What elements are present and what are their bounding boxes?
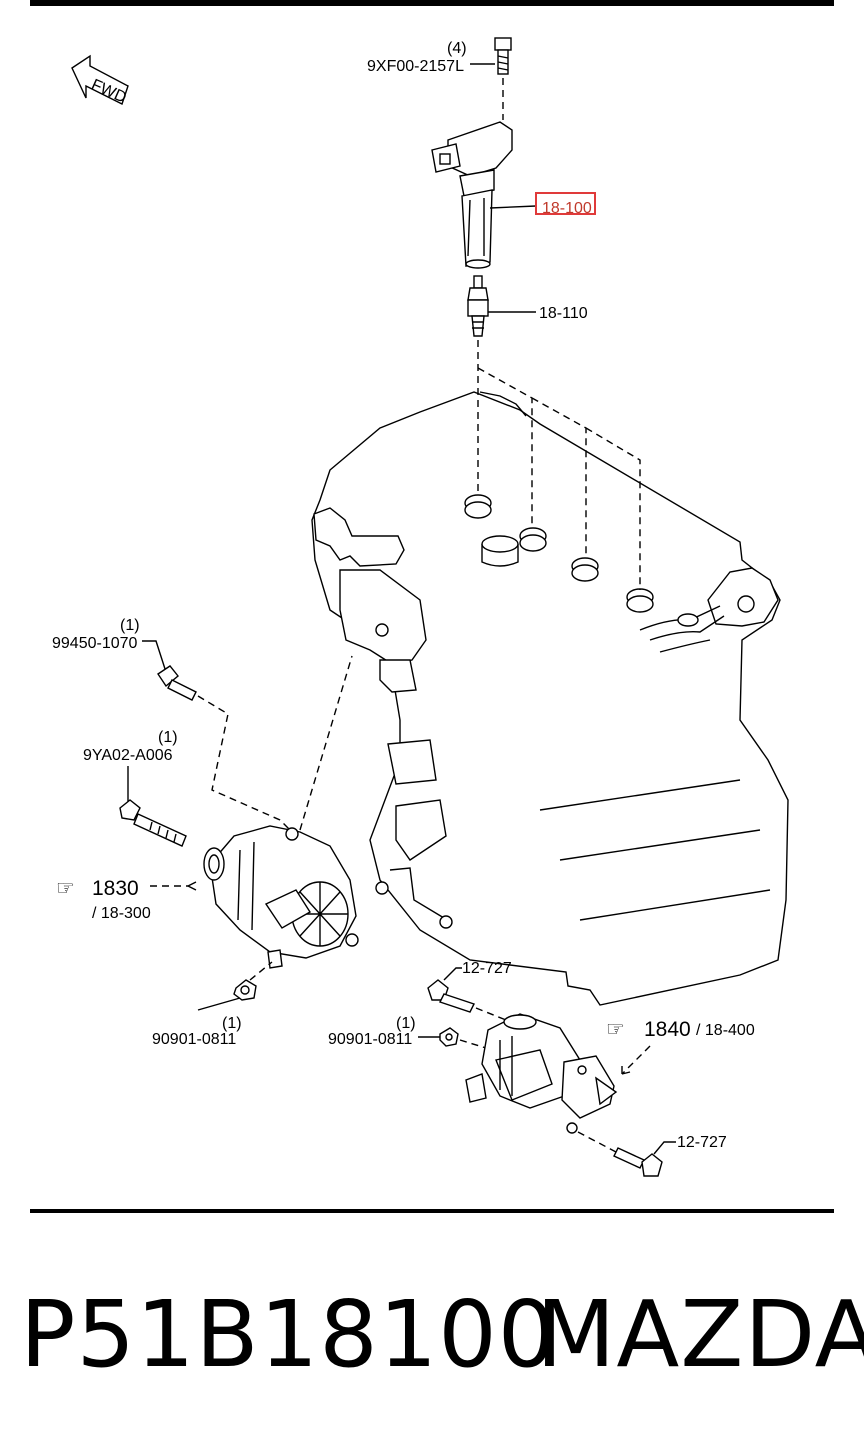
starter-top-bolt-label: 12-727: [462, 960, 512, 977]
coil-highlight-box: [535, 192, 596, 215]
starter-nut: [439, 1027, 459, 1047]
spark-plug-label: 18-110: [539, 305, 588, 322]
part-number-caption: P51B18100: [20, 1281, 557, 1388]
coil-bolt: [494, 37, 512, 75]
alternator-sub-ref: / 18-300: [92, 905, 151, 922]
alternator: [203, 825, 359, 969]
starter-top-bolt: [427, 979, 475, 1013]
starter-bottom-bolt: [613, 1147, 663, 1177]
engine-block: [311, 391, 789, 1006]
ignition-coil: [431, 121, 513, 269]
spark-plug: [467, 275, 489, 337]
alternator-hand-icon: ☞: [56, 877, 75, 900]
coil-part-label: 18-100: [542, 200, 592, 217]
lower-bolt-qty: (1): [158, 729, 178, 746]
starter-hand-icon: ☞: [606, 1018, 625, 1041]
top-rule: [30, 0, 834, 6]
starter-nut-qty: (1): [396, 1015, 416, 1032]
brand-caption: MAZDA: [536, 1281, 864, 1388]
alternator-nut: [233, 979, 257, 1001]
alternator-nut-qty: (1): [222, 1015, 242, 1032]
starter-sub-ref: / 18-400: [696, 1022, 755, 1039]
alternator-ref: 1830: [92, 877, 139, 900]
upper-bolt-part-number: 99450-1070: [52, 635, 138, 652]
fwd-arrow-icon: FWD: [71, 54, 129, 107]
coil-bolt-qty: (4): [447, 40, 467, 57]
alternator-nut-part-number: 90901-0811: [152, 1031, 236, 1048]
starter-motor: [465, 1013, 618, 1134]
upper-bolt-qty: (1): [120, 617, 140, 634]
starter-ref: 1840: [644, 1018, 691, 1041]
upper-bolt: [157, 665, 197, 701]
starter-nut-part-number: 90901-0811: [328, 1031, 412, 1048]
coil-bolt-part-number: 9XF00-2157L: [367, 58, 464, 75]
lower-bolt-part-number: 9YA02-A006: [83, 747, 173, 764]
bottom-rule: [30, 1209, 834, 1213]
starter-bottom-bolt-label: 12-727: [677, 1134, 727, 1151]
lower-bolt: [119, 799, 187, 847]
